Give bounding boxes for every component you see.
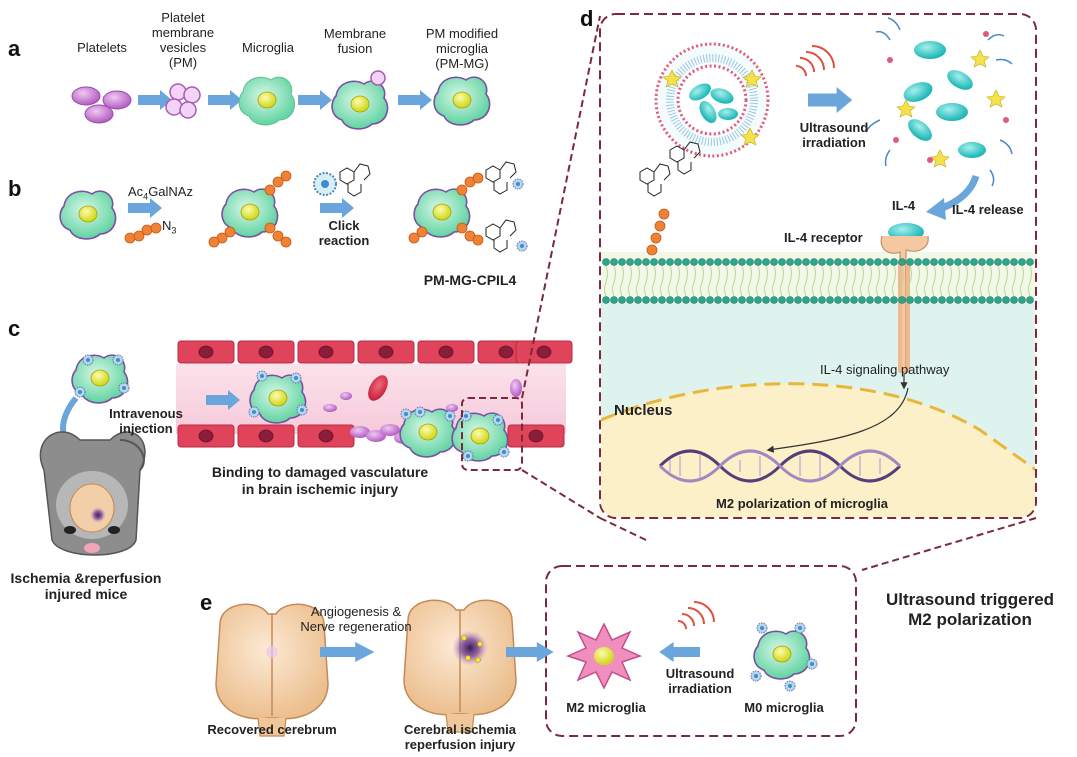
- panel-label-a: a: [8, 36, 21, 61]
- panel-e-callout: [545, 565, 857, 737]
- arrow-e3-icon: [659, 642, 700, 662]
- pm-mg-cell-b1-icon: [59, 190, 117, 240]
- panel-label-c: c: [8, 316, 21, 341]
- label-m2-polarization: M2 polarization of microglia: [716, 496, 888, 511]
- zoom-line-bottom: [521, 469, 601, 519]
- azido-sugar-icon: [124, 222, 162, 244]
- dna-helix-icon: [658, 449, 902, 483]
- arrow-a2-icon: [208, 90, 242, 110]
- azide-cell-icon: [208, 170, 292, 248]
- liposome-icon: [654, 42, 770, 158]
- label-il4: IL-4: [892, 198, 916, 213]
- label-m2-microglia: M2 microglia: [566, 700, 646, 715]
- arrow-a4-icon: [398, 90, 432, 110]
- panel-d-diagram: [599, 13, 1037, 519]
- ultrasound-waves-e-icon: [677, 601, 715, 630]
- il4-receptor-icon: [880, 223, 929, 373]
- panel-a-diagram: [71, 70, 491, 130]
- m2-microglia-icon: [565, 622, 643, 690]
- label-azide: N3: [162, 218, 177, 236]
- microglia-icon: [238, 76, 296, 126]
- zoom-lines-e: [599, 517, 1037, 571]
- panel-e-diagram: [215, 599, 818, 737]
- label-angiogenesis: Angiogenesis &Nerve regeneration: [300, 604, 412, 634]
- click-reagent-icon: [313, 163, 371, 197]
- arrow-a3-icon: [298, 90, 332, 110]
- label-pm-mg-cpil4: PM-MG-CPIL4: [423, 272, 517, 288]
- panel-label-b: b: [8, 176, 22, 201]
- panel-label-e: e: [200, 590, 213, 615]
- label-il4-release: IL-4 release: [952, 202, 1024, 217]
- label-il4-receptor: IL-4 receptor: [784, 230, 863, 245]
- m0-microglia-icon: [750, 622, 818, 692]
- panel-b-diagram: [59, 161, 528, 253]
- label-microglia: Microglia: [241, 40, 295, 55]
- free-platelets-icon: [323, 379, 522, 412]
- zoom-box: [461, 397, 523, 471]
- vessel-wall-top: [177, 340, 573, 364]
- arrow-e1-icon: [320, 642, 375, 662]
- mouse-icon: [39, 431, 146, 556]
- label-nucleus: Nucleus: [614, 402, 673, 419]
- label-ac4galnaz: Ac4GalNAz: [128, 184, 193, 202]
- membrane-vesicles-icon: [165, 83, 201, 119]
- blood-vessel: [176, 340, 573, 471]
- cell-membrane: [602, 258, 1034, 304]
- platelets-icon: [71, 86, 132, 124]
- signaling-arrow: [766, 387, 909, 453]
- panel-label-d: d: [580, 6, 594, 31]
- pm-modified-microglia-icon: [433, 76, 491, 126]
- disrupted-liposome-icon: [865, 17, 1013, 187]
- ultrasound-waves-d-icon: [795, 45, 835, 77]
- panel-c-diagram: [39, 340, 573, 556]
- injured-brain-icon: [403, 599, 517, 733]
- label-m0-microglia: M0 microglia: [744, 700, 824, 715]
- zoom-line-top: [521, 15, 601, 399]
- label-platelets: Platelets: [77, 40, 127, 55]
- red-blood-cell-icon: [368, 375, 388, 401]
- injected-cell-icon: [71, 354, 130, 404]
- label-signaling-pathway: IL-4 signaling pathway: [820, 362, 950, 377]
- membrane-fusion-icon: [331, 70, 389, 130]
- label-recovered-cerebrum: Recovered cerebrum: [207, 722, 337, 737]
- pm-mg-cpil4-icon: [408, 161, 528, 253]
- arrow-b2-icon: [320, 198, 354, 218]
- bound-cells-icon: [399, 406, 510, 462]
